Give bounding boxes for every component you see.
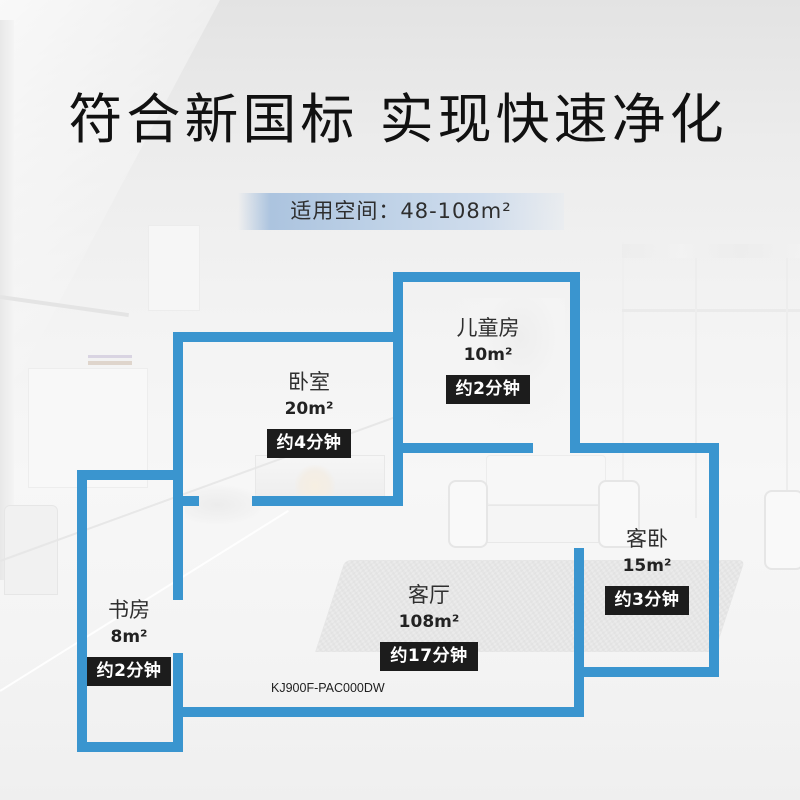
room-name: 儿童房 (456, 316, 520, 340)
fireplace-flame (295, 465, 335, 495)
wall-segment (173, 653, 183, 752)
window (622, 242, 800, 522)
wall-segment (77, 742, 183, 752)
applicable-area-text: 适用空间：48-108m² (290, 199, 512, 223)
room-bedroom: 卧室 20m² 约4分钟 (244, 370, 374, 458)
wall-segment (574, 548, 584, 717)
room-area: 108m² (398, 612, 460, 632)
purify-time-badge: 约4分钟 (266, 429, 352, 458)
wall-segment (570, 443, 719, 453)
wall-segment (709, 443, 719, 677)
room-living-room: 客厅 108m² 约17分钟 (364, 583, 494, 671)
armchair-arm (448, 480, 488, 548)
subtitle-banner (238, 193, 564, 230)
window-mullion (622, 309, 800, 312)
wall-segment (570, 272, 580, 453)
wall-segment (77, 470, 87, 752)
wall-segment (173, 707, 584, 717)
wall-segment (173, 332, 403, 342)
room-kids-room: 儿童房 10m² 约2分钟 (423, 316, 553, 404)
room-area: 10m² (463, 345, 513, 365)
window-mullion (695, 258, 697, 518)
wall-segment (393, 272, 580, 282)
armchair-arm (598, 480, 640, 548)
wall-segment (393, 272, 403, 506)
wall-segment (173, 332, 183, 600)
window-mullion (786, 258, 788, 518)
room-name: 书房 (108, 598, 150, 622)
wall-segment (403, 443, 533, 453)
window-blind (622, 244, 800, 258)
room-area: 8m² (110, 627, 148, 647)
wall-segment (252, 496, 403, 506)
sideboard (28, 368, 148, 488)
wall-cabinet (148, 225, 200, 311)
room-name: 客卧 (626, 527, 668, 551)
room-name: 卧室 (288, 370, 330, 394)
room-study: 书房 8m² 约2分钟 (64, 598, 194, 686)
wall-segment (574, 667, 719, 677)
wall-segment (77, 470, 183, 480)
armchair-back (486, 455, 606, 505)
page-title: 符合新国标 实现快速净化 (68, 88, 728, 151)
wall-segment (183, 496, 199, 506)
sofa (764, 490, 800, 570)
purify-time-badge: 约2分钟 (445, 375, 531, 404)
purify-time-badge: 约2分钟 (86, 657, 172, 686)
books (88, 355, 132, 365)
room-area: 15m² (622, 556, 672, 576)
room-area: 20m² (284, 399, 334, 419)
purify-time-badge: 约17分钟 (380, 642, 478, 671)
purify-time-badge: 约3分钟 (604, 586, 690, 615)
room-guest-bedroom: 客卧 15m² 约3分钟 (582, 527, 712, 615)
armchair-seat (486, 505, 600, 543)
wall-art (455, 298, 565, 428)
room-name: 客厅 (408, 583, 450, 607)
product-model-label: KJ900F-PAC000DW (271, 681, 385, 695)
